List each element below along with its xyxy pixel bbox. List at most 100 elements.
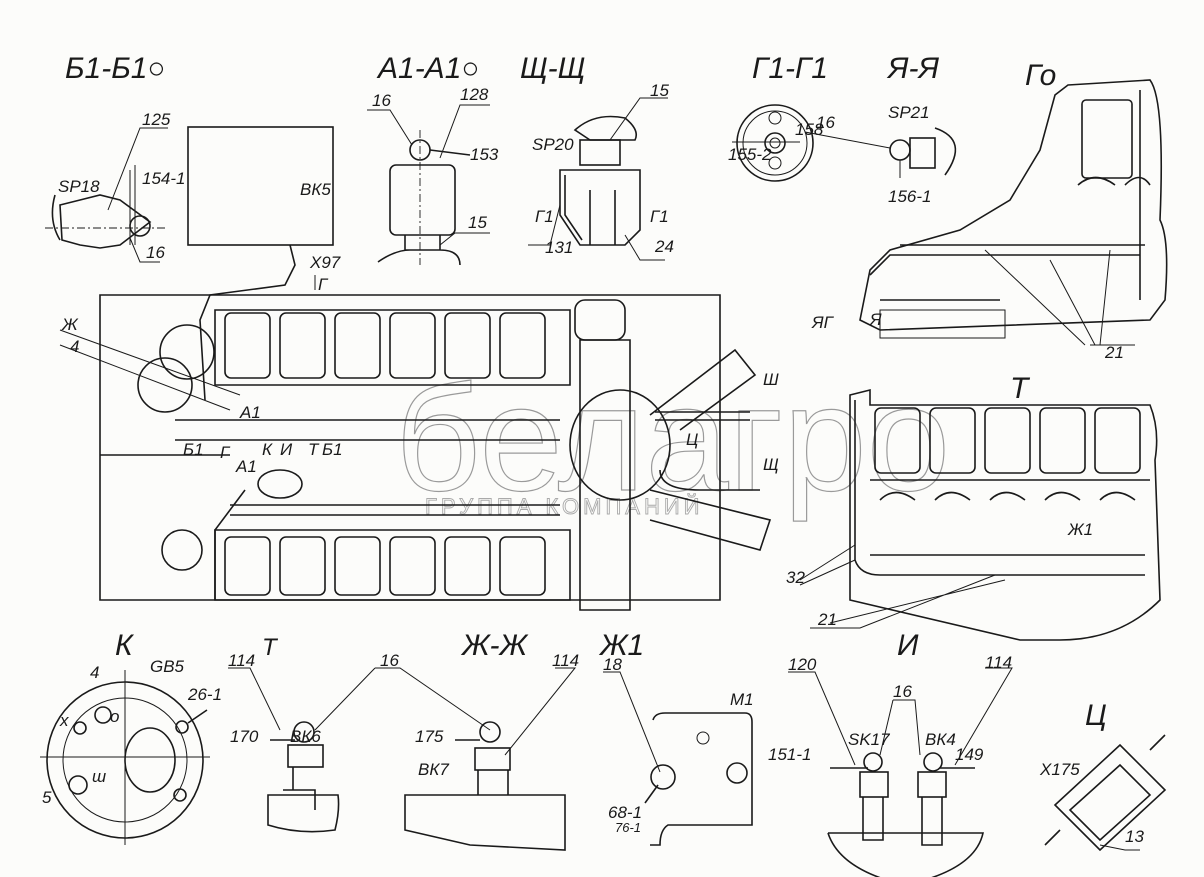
label: Щ: [763, 455, 779, 474]
label: Ш: [763, 370, 779, 389]
label: 16: [816, 113, 835, 132]
label: Г1: [650, 207, 669, 226]
label: 151-1: [768, 745, 811, 764]
title-a1-a1: А1-А1○: [376, 52, 480, 85]
label: М1: [730, 690, 754, 709]
title-t: Т: [1010, 372, 1031, 405]
title-g1-g1: Г1-Г1: [752, 52, 828, 85]
label: 21: [817, 610, 837, 629]
title-zh-zh: Ж-Ж: [460, 629, 529, 662]
view-sh-sh: [528, 97, 668, 261]
label: 170: [230, 727, 259, 746]
label: 114: [985, 653, 1012, 672]
label: 155-2: [728, 145, 772, 164]
label: 21: [1104, 343, 1124, 362]
view-zh-zh: [404, 667, 577, 851]
label: 32: [786, 568, 805, 587]
label: 18: [603, 655, 622, 674]
label: 16: [146, 243, 165, 262]
label: 175: [415, 727, 444, 746]
view-titles: Б1-Б1○ А1-А1○ Щ-Щ Г1-Г1 Я-Я Го Т К Т Ж-Ж…: [65, 52, 1107, 732]
label: 4: [70, 337, 79, 356]
label: 156-1: [888, 187, 931, 206]
view-g1-g1: [732, 104, 814, 182]
label: Ж1: [1067, 520, 1093, 539]
view-b1-b1: [45, 126, 334, 401]
label: 16: [372, 91, 391, 110]
label: 13: [1125, 827, 1144, 846]
label: Ц: [686, 430, 698, 449]
label: 149: [955, 745, 984, 764]
label: Т: [308, 440, 320, 459]
title-k: К: [115, 629, 135, 662]
watermark: белагро ГРУППА КОМПАНИЙ: [394, 353, 950, 522]
label: К: [262, 440, 273, 459]
title-zh1: Ж1: [598, 629, 644, 662]
engine-top-view: [59, 275, 772, 611]
label: Ж: [61, 315, 79, 334]
label: х: [59, 711, 69, 730]
label: SP21: [888, 103, 930, 122]
label: 68-1: [608, 803, 642, 822]
label: 120: [788, 655, 817, 674]
label: о: [110, 707, 119, 726]
view-t: [799, 388, 1161, 641]
label: ш: [92, 767, 106, 786]
title-i: И: [897, 629, 919, 662]
label: 114: [552, 651, 579, 670]
title-ts: Ц: [1085, 699, 1107, 732]
watermark-brand: белагро: [395, 354, 950, 522]
label: 76-1: [615, 820, 641, 835]
view-ts: [1044, 734, 1167, 852]
label: Б1: [322, 440, 343, 459]
view-k: [40, 670, 210, 845]
title-go: Го: [1025, 59, 1056, 92]
label: ВК6: [290, 727, 321, 746]
label: 24: [654, 237, 674, 256]
label: 114: [228, 651, 255, 670]
label: 131: [545, 238, 573, 257]
label: Б1: [183, 440, 204, 459]
title-sh-sh: Щ-Щ: [520, 52, 585, 85]
label: ВК4: [925, 730, 956, 749]
label: ВК5: [300, 180, 331, 199]
label: ЯГ: [811, 313, 835, 332]
label: X97: [309, 253, 341, 272]
callout-labels: 125 SP18 154-1 16 16 128 153 ВК5 15 15 S…: [42, 81, 1144, 846]
label: 5: [42, 788, 52, 807]
label: Я: [869, 310, 882, 329]
label: 4: [90, 663, 99, 682]
label: 15: [650, 81, 669, 100]
label: Г1: [535, 207, 554, 226]
view-t-arrow: [228, 667, 491, 833]
label: И: [280, 440, 293, 459]
label: 158: [795, 120, 824, 139]
view-go: [859, 79, 1168, 346]
label: 128: [460, 85, 489, 104]
label: SK17: [848, 730, 890, 749]
title-ya-ya: Я-Я: [886, 52, 939, 85]
view-ya-ya: [804, 127, 957, 178]
label: 16: [893, 682, 912, 701]
label: SP20: [532, 135, 574, 154]
label: GB5: [150, 657, 185, 676]
label: ВК7: [418, 760, 449, 779]
label: 15: [468, 213, 487, 232]
label: Г: [318, 275, 329, 294]
label: 154-1: [142, 169, 185, 188]
label: SP18: [58, 177, 100, 196]
view-i: [788, 667, 1013, 877]
view-zh1: [603, 671, 753, 846]
view-a1-a1: [367, 104, 490, 266]
label: X175: [1039, 760, 1080, 779]
label: 16: [380, 651, 399, 670]
label: 153: [470, 145, 499, 164]
label: А1: [235, 457, 257, 476]
title-b1-b1: Б1-Б1○: [65, 52, 166, 85]
label: 125: [142, 110, 171, 129]
title-t-arrow: Т: [262, 634, 279, 661]
label: Г: [220, 443, 231, 462]
label: А1: [239, 403, 261, 422]
